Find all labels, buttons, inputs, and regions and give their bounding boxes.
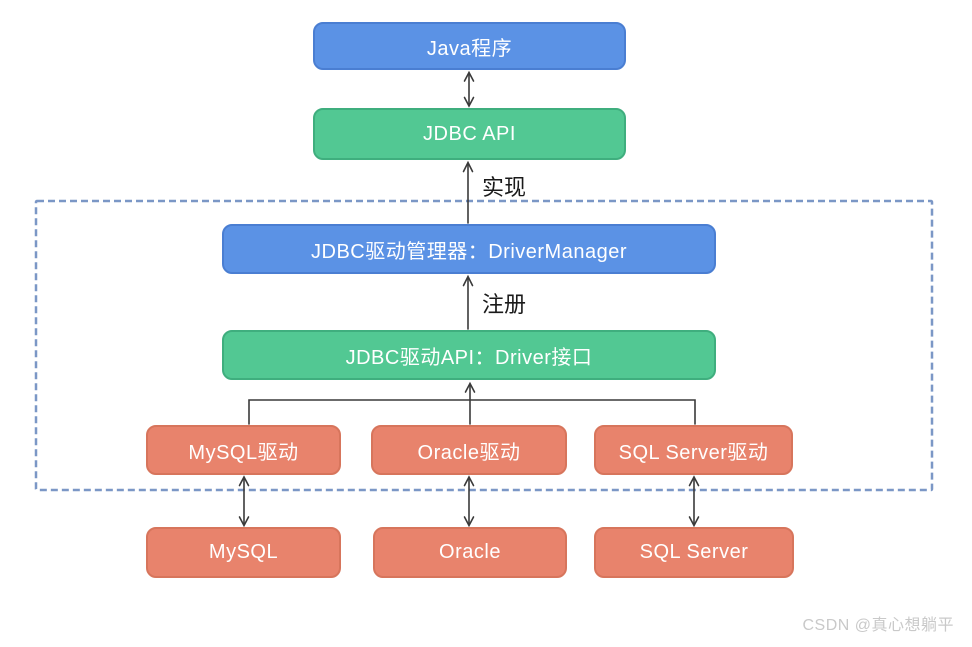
node-jdbc-api: JDBC API [313, 108, 626, 160]
node-java-program: Java程序 [313, 22, 626, 70]
edge-label-implement: 实现 [482, 175, 527, 200]
arrowhead-up [463, 475, 475, 487]
node-oracle-db: Oracle [373, 527, 567, 578]
arrowhead-up [238, 475, 250, 487]
connector-driver-tree [248, 399, 696, 425]
arrowhead-up [462, 160, 474, 173]
node-oracle-driver: Oracle驱动 [371, 425, 567, 475]
node-driver-manager: JDBC驱动管理器：DriverManager [222, 224, 716, 274]
arrowhead-down [238, 516, 250, 528]
node-driver-api: JDBC驱动API：Driver接口 [222, 330, 716, 380]
edge-label-register: 注册 [482, 292, 527, 317]
arrowhead-up [463, 70, 475, 82]
arrowhead-down [463, 96, 475, 108]
csdn-watermark: CSDN @真心想躺平 [802, 617, 954, 634]
arrowhead-down [688, 516, 700, 528]
node-mysql-db: MySQL [146, 527, 341, 578]
node-sqlserver-driver: SQL Server驱动 [594, 425, 793, 475]
arrowhead-up [688, 475, 700, 487]
arrowhead-up [462, 274, 474, 287]
arrowhead-up [464, 381, 476, 393]
arrowhead-down [463, 516, 475, 528]
node-mysql-driver: MySQL驱动 [146, 425, 341, 475]
node-sqlserver-db: SQL Server [594, 527, 794, 578]
